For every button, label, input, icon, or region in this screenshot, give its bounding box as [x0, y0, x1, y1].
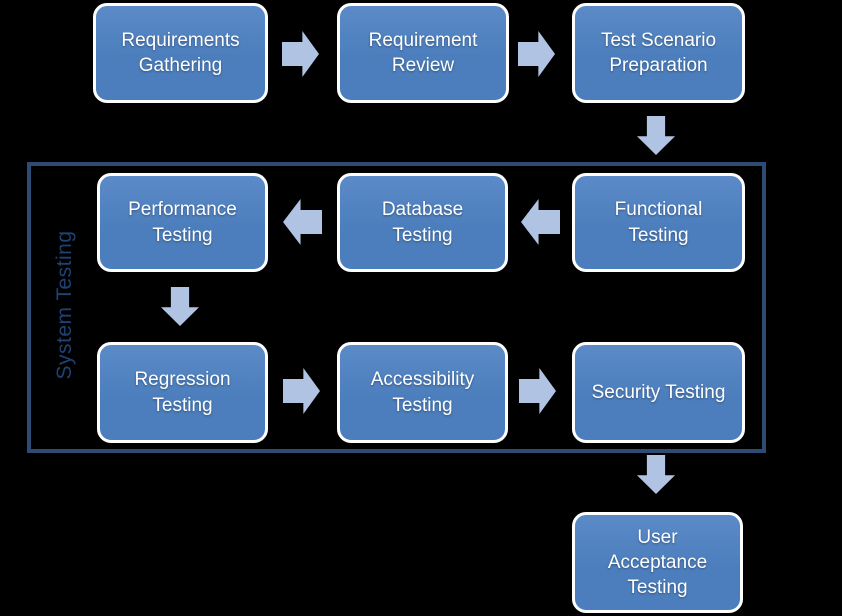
node-test-scenario-preparation: Test Scenario Preparation [572, 3, 745, 103]
arrow-requirement-review-to-test-scenario-preparation-icon [518, 31, 555, 77]
arrow-test-scenario-preparation-to-functional-testing-icon [637, 116, 675, 155]
node-user-acceptance-testing: User Acceptance Testing [572, 512, 743, 613]
node-performance-testing: Performance Testing [97, 173, 268, 272]
node-database-testing: Database Testing [337, 173, 508, 272]
arrow-requirements-gathering-to-requirement-review-icon [282, 31, 319, 77]
node-requirement-review: Requirement Review [337, 3, 509, 103]
arrow-security-testing-to-user-acceptance-testing-icon [637, 455, 675, 494]
system-testing-label: System Testing [53, 230, 76, 380]
node-accessibility-testing: Accessibility Testing [337, 342, 508, 443]
node-regression-testing: Regression Testing [97, 342, 268, 443]
node-functional-testing: Functional Testing [572, 173, 745, 272]
system-testing-group [27, 162, 766, 453]
node-requirements-gathering: Requirements Gathering [93, 3, 268, 103]
node-security-testing: Security Testing [572, 342, 745, 443]
